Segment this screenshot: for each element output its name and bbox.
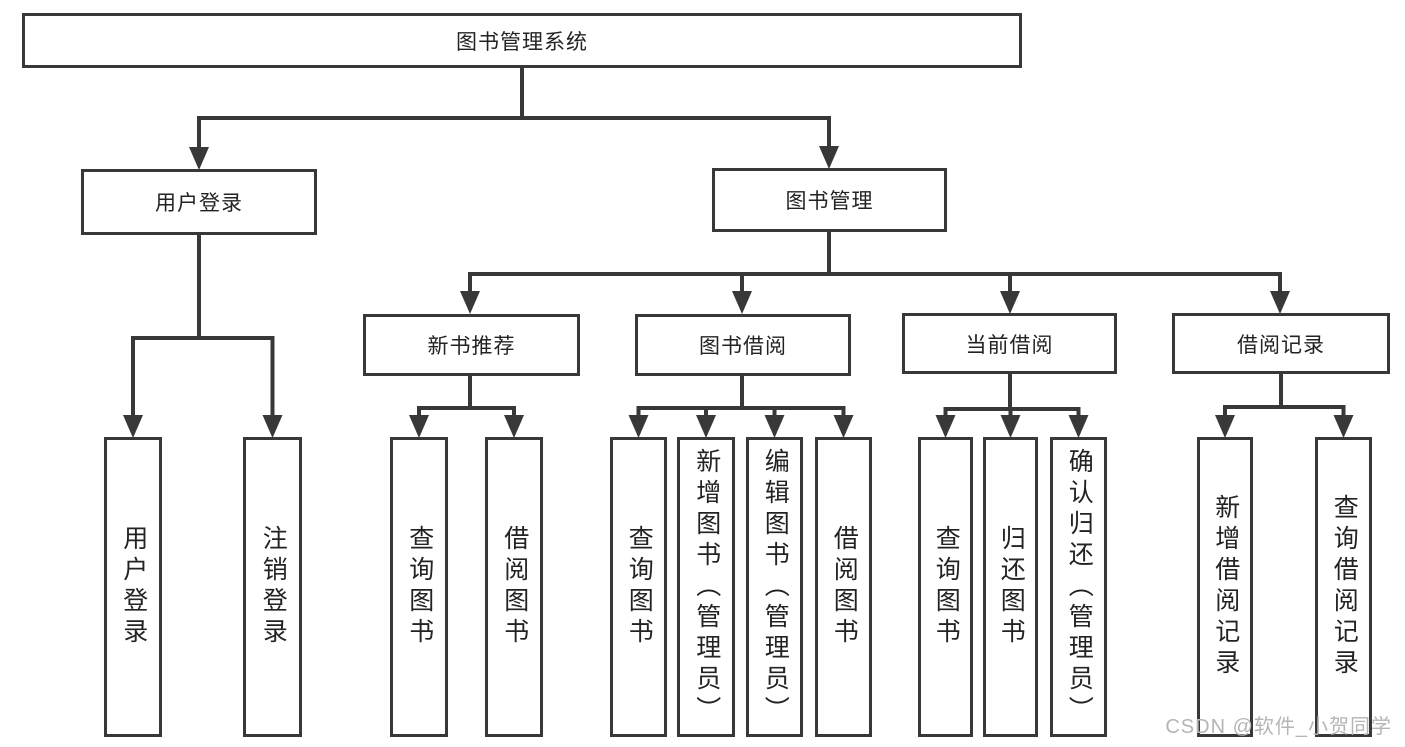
leaf-query-books-recommend: 查询图书: [390, 437, 448, 737]
leaf-query-books-current: 查询图书: [918, 437, 973, 737]
node-label: 借阅记录: [1237, 333, 1325, 357]
node-label: 归还图书: [997, 525, 1026, 649]
arrowheads: [123, 146, 1354, 438]
leaf-query-books-borrowing: 查询图书: [610, 437, 667, 737]
node-current-borrowing: 当前借阅: [902, 313, 1117, 374]
node-label: 图书借阅: [699, 335, 787, 358]
node-user-login: 用户登录: [81, 169, 317, 235]
csdn-watermark: CSDN @软件_小贺同学: [1165, 716, 1392, 738]
leaf-confirm-return-admin: 确认归还（管理员）: [1050, 437, 1107, 737]
node-label: 图书管理: [785, 190, 874, 213]
leaf-borrow-books-recommend: 借阅图书: [485, 437, 543, 737]
node-label: 用户登录: [155, 192, 243, 215]
leaf-user-login: 用户登录: [104, 437, 162, 737]
node-label: 确认归还（管理员）: [1065, 447, 1094, 727]
leaf-add-borrow-record: 新增借阅记录: [1197, 437, 1253, 737]
leaf-borrow-books-borrowing: 借阅图书: [815, 437, 872, 737]
node-label: 查询图书: [932, 525, 961, 649]
leaf-add-books-admin: 新增图书（管理员）: [677, 437, 735, 737]
node-label: 新增借阅记录: [1211, 494, 1240, 680]
leaf-return-books: 归还图书: [983, 437, 1038, 737]
node-label: 查询图书: [625, 525, 654, 649]
node-label: 注销登录: [259, 525, 288, 649]
node-book-management: 图书管理: [712, 168, 947, 232]
node-label: 图书管理系统: [456, 30, 588, 54]
node-label: 借阅图书: [830, 525, 859, 649]
node-new-book-recommend: 新书推荐: [363, 314, 580, 376]
node-book-borrowing: 图书借阅: [635, 314, 851, 376]
leaf-edit-books-admin: 编辑图书（管理员）: [746, 437, 803, 737]
node-label: 当前借阅: [965, 333, 1054, 357]
leaf-logout: 注销登录: [243, 437, 302, 737]
node-library-management-system: 图书管理系统: [22, 13, 1022, 68]
leaf-query-borrow-record: 查询借阅记录: [1315, 437, 1372, 737]
node-label: 编辑图书（管理员）: [761, 447, 790, 727]
node-label: 新书推荐: [427, 335, 516, 358]
node-label: 查询借阅记录: [1330, 494, 1359, 680]
node-borrowing-records: 借阅记录: [1172, 313, 1390, 374]
node-label: 借阅图书: [500, 525, 529, 649]
node-label: 新增图书（管理员）: [692, 447, 721, 727]
node-label: 用户登录: [119, 525, 148, 649]
node-label: 查询图书: [405, 525, 434, 649]
